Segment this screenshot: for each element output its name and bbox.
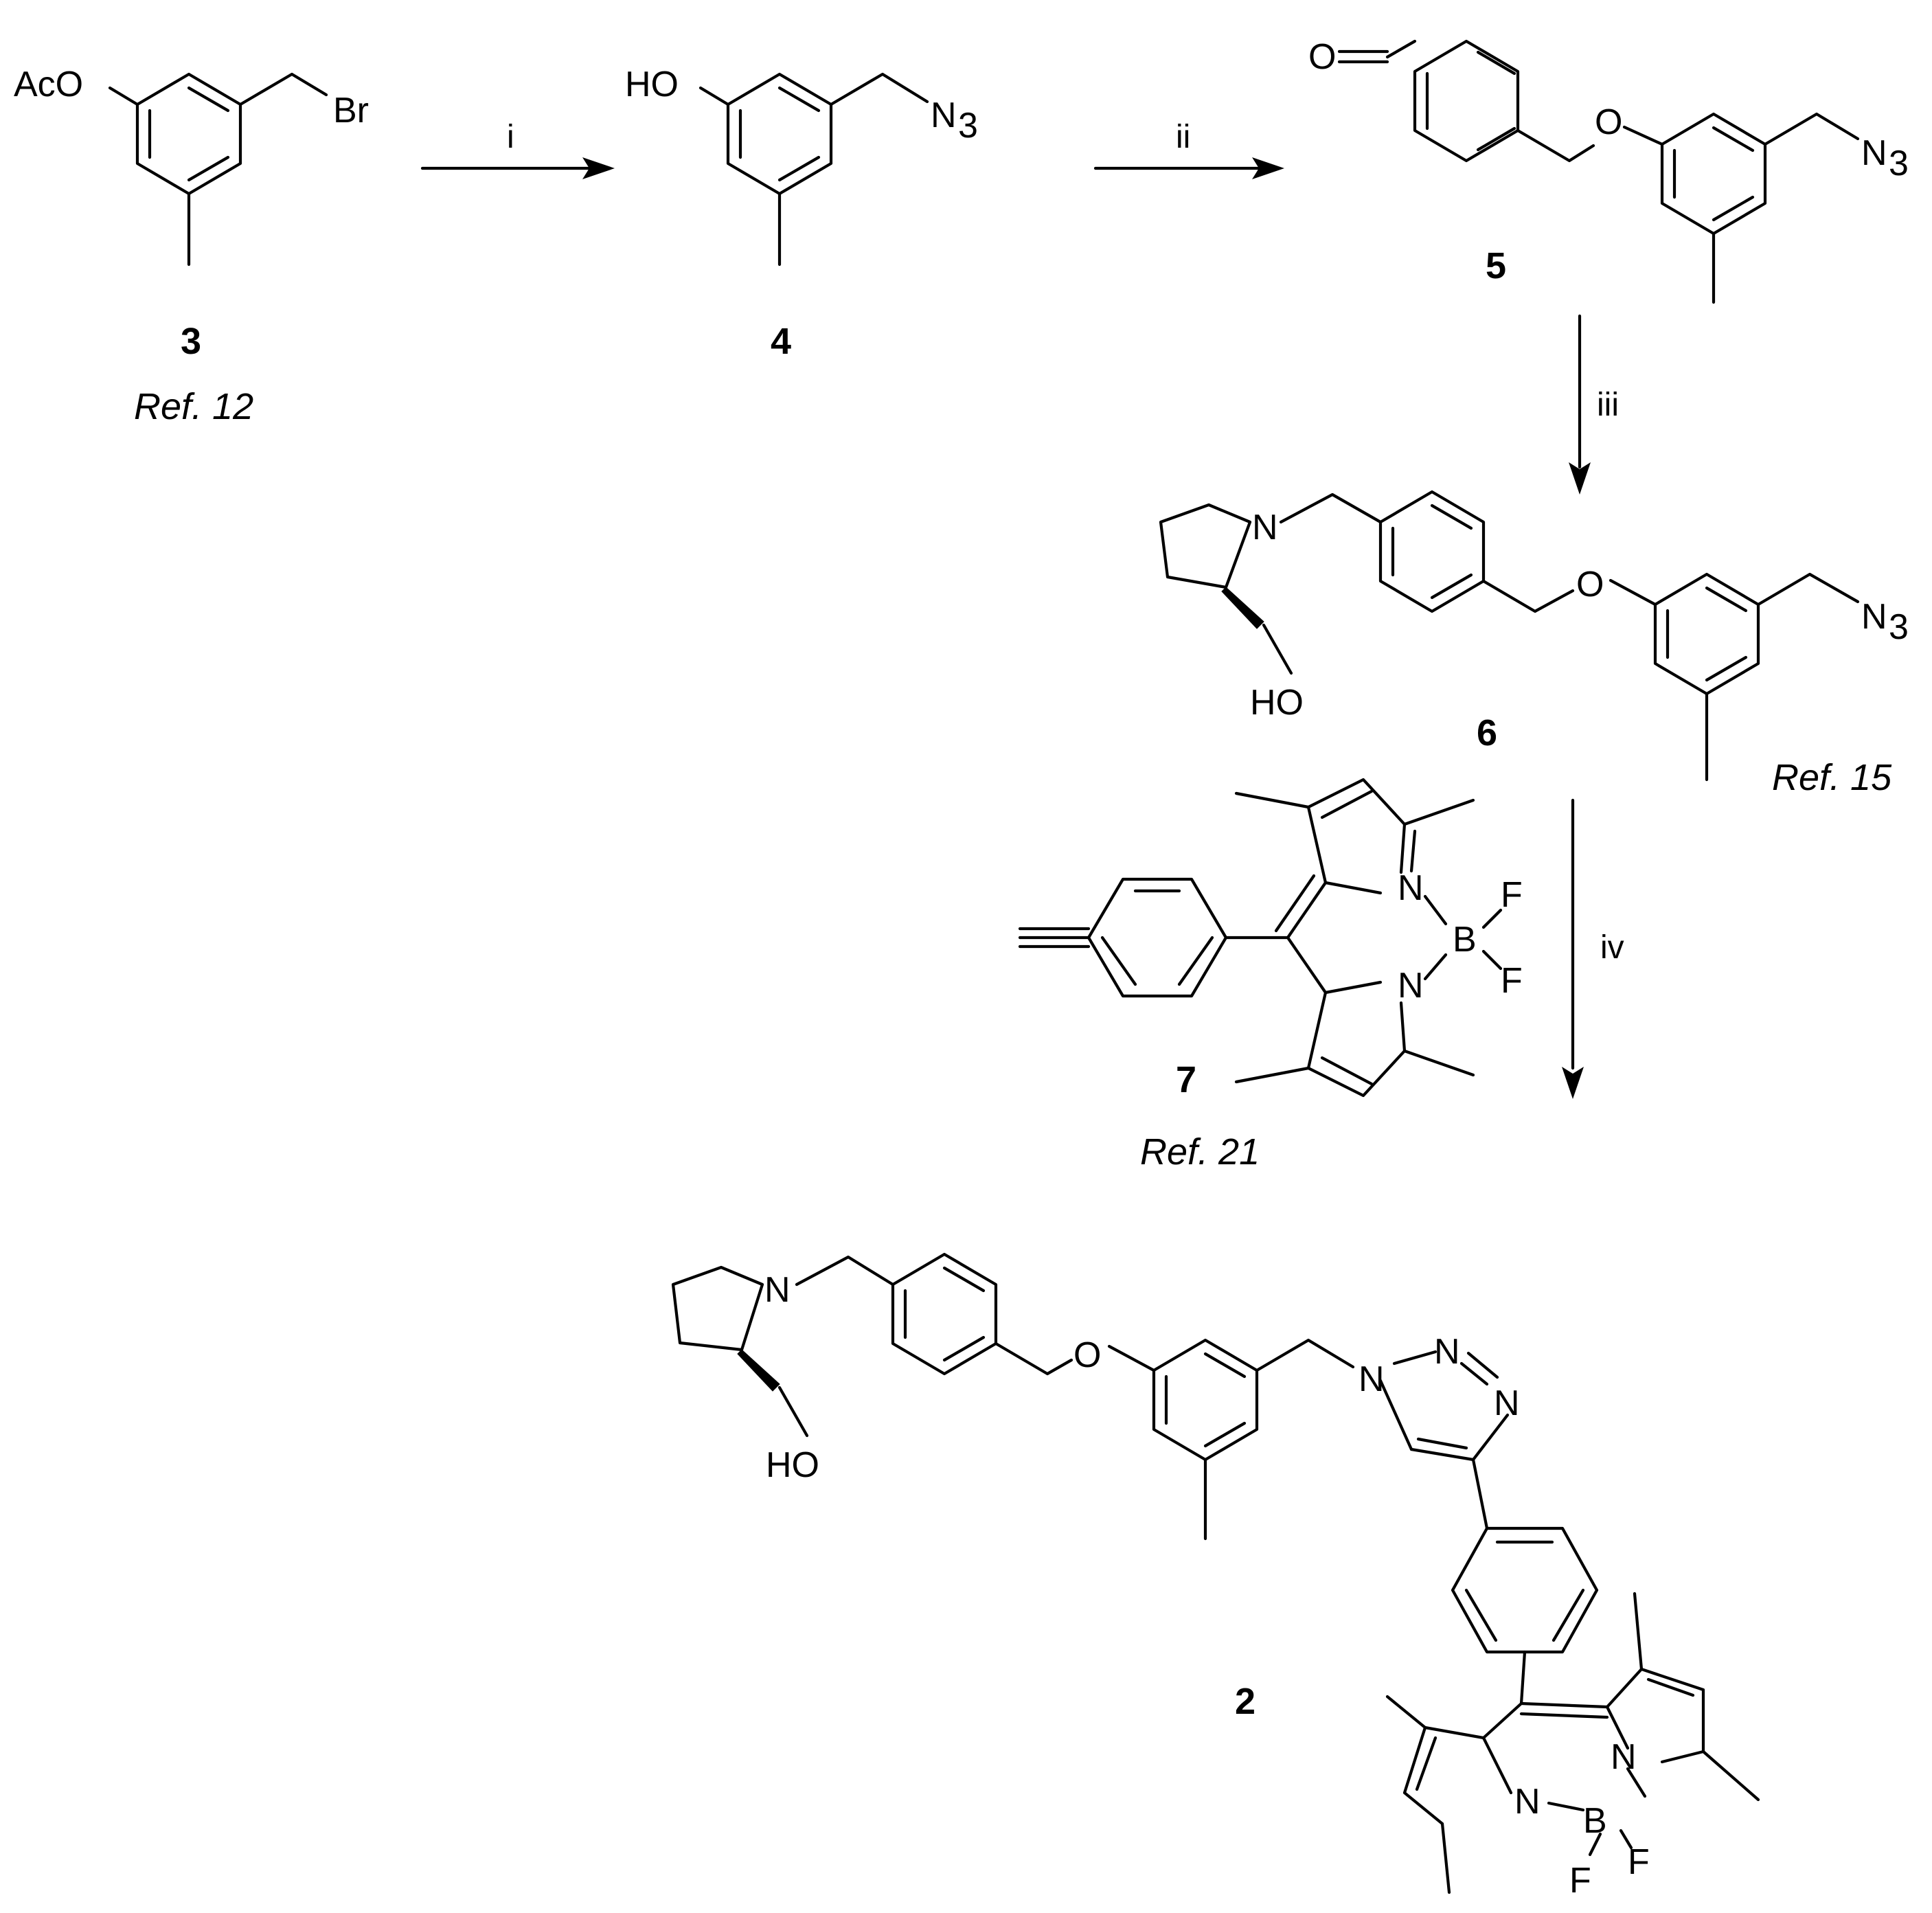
- boron-label: B: [1453, 920, 1477, 960]
- bodipy-n-upper-label: N: [1398, 868, 1424, 908]
- step-iv-label: iv: [1600, 929, 1624, 966]
- compound-5-structure: O O N 3 5: [1308, 37, 1909, 304]
- fluorine-lower-label: F: [1501, 961, 1523, 1001]
- triazole-n3-label: N: [1494, 1383, 1520, 1423]
- arrow-step-ii: ii: [1093, 119, 1284, 179]
- compound-5-label: 5: [1486, 245, 1506, 286]
- compound-7-label: 7: [1176, 1059, 1196, 1100]
- compound-6-label: 6: [1477, 712, 1497, 754]
- compound-6-structure: N HO O N 3 6 Ref. 15: [1159, 490, 1909, 798]
- azide-n-label: N: [1861, 597, 1887, 637]
- bodipy-n-left-label: N: [1514, 1782, 1541, 1822]
- aldehyde-o-label: O: [1308, 37, 1336, 77]
- azide-subscript: 3: [958, 106, 978, 146]
- azide-subscript: 3: [1889, 607, 1909, 647]
- bodipy-n-lower-label: N: [1398, 966, 1424, 1006]
- step-iii-label: iii: [1597, 387, 1619, 423]
- arrow-step-iv: iv: [1562, 798, 1624, 1099]
- hydroxy-label: HO: [1250, 683, 1304, 723]
- pyrrolidine-n-label: N: [764, 1270, 791, 1310]
- compound-7-structure: N N B F F 7 Ref. 21: [1018, 778, 1523, 1173]
- bromo-label: Br: [333, 91, 369, 131]
- fluorine-upper-label: F: [1501, 875, 1523, 915]
- ether-o-label: O: [1073, 1335, 1101, 1375]
- ether-o-label: O: [1576, 565, 1604, 604]
- compound-3-structure: AcO Br 3 Ref. 12: [14, 60, 369, 427]
- azide-n-label: N: [1861, 133, 1887, 173]
- triazole-n2-label: N: [1434, 1332, 1460, 1372]
- compound-6-ref: Ref. 15: [1772, 757, 1892, 798]
- ether-o-label: O: [1595, 102, 1622, 142]
- step-i-label: i: [507, 119, 514, 155]
- azide-subscript: 3: [1889, 144, 1909, 183]
- arrow-step-iii: iii: [1569, 314, 1619, 495]
- fluorine-bottom-label: F: [1569, 1861, 1591, 1901]
- bodipy-n-right-label: N: [1611, 1737, 1637, 1777]
- acetoxy-label: AcO: [14, 65, 83, 104]
- triazole-n1-label: N: [1359, 1359, 1385, 1399]
- compound-7-ref: Ref. 21: [1140, 1131, 1260, 1173]
- boron-label: B: [1583, 1801, 1607, 1841]
- hydroxy-label: HO: [625, 65, 679, 104]
- compound-3-label: 3: [181, 321, 201, 362]
- compound-4-structure: HO N 3 4: [625, 65, 978, 362]
- arrow-step-i: i: [420, 119, 615, 179]
- step-ii-label: ii: [1176, 119, 1190, 155]
- hydroxy-label: HO: [766, 1445, 819, 1485]
- compound-4-label: 4: [771, 321, 791, 362]
- compound-2-structure: N HO O N N N N N B F F 2: [671, 1252, 1760, 1901]
- compound-2-label: 2: [1235, 1681, 1255, 1722]
- azide-n-label: N: [931, 95, 957, 135]
- compound-3-ref: Ref. 12: [134, 386, 253, 427]
- fluorine-right-label: F: [1628, 1842, 1650, 1882]
- pyrrolidine-n-label: N: [1252, 508, 1278, 547]
